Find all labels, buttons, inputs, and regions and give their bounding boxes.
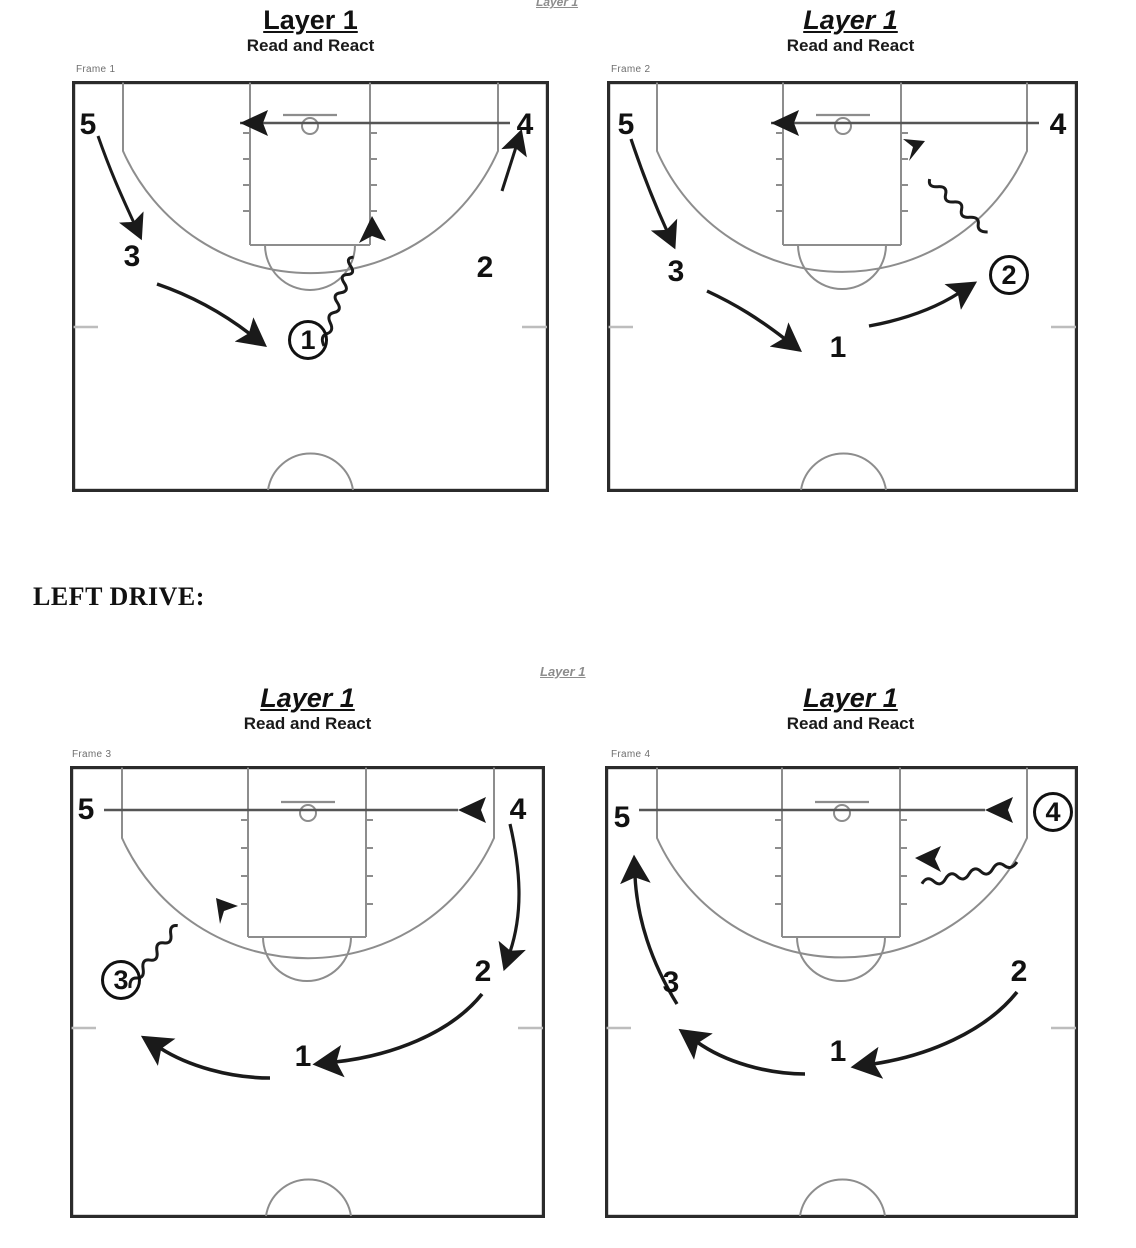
frame-3-label: Frame 3 — [72, 749, 112, 760]
frame-2-label: Frame 2 — [611, 64, 651, 75]
player-label-5: 5 — [617, 108, 635, 141]
frame-2-title-main: Layer 1 — [803, 5, 898, 35]
player-with-ball-4: 4 — [1033, 792, 1073, 832]
frame-1-label: Frame 1 — [76, 64, 116, 75]
frame-4-subtitle: Read and React — [786, 714, 915, 734]
player-label-1: 1 — [829, 331, 847, 364]
player-with-ball-1: 1 — [288, 320, 328, 360]
player-label-5: 5 — [77, 793, 95, 826]
frame-4-title-main: Layer 1 — [803, 683, 898, 713]
player-with-ball-3: 3 — [101, 960, 141, 1000]
frame-3-subtitle: Read and React — [243, 714, 372, 734]
court-frame-1 — [72, 81, 549, 492]
frame-1-subtitle: Read and React — [246, 36, 375, 56]
frame-1-title-main: Layer 1 — [263, 5, 358, 35]
player-label-3: 3 — [123, 240, 141, 273]
ghost-title-top: Layer 1 — [536, 0, 579, 9]
player-label-2: 2 — [476, 251, 494, 284]
player-label-4: 4 — [1049, 108, 1067, 141]
player-with-ball-2: 2 — [989, 255, 1029, 295]
player-label-4: 4 — [516, 108, 534, 141]
player-label-3: 3 — [667, 255, 685, 288]
player-label-5: 5 — [79, 108, 97, 141]
frame-1-title: Layer 1 Read and React — [158, 6, 463, 57]
frame-3-title: Layer 1 Read and React — [155, 684, 460, 735]
frame-4-label: Frame 4 — [611, 749, 651, 760]
player-label-5: 5 — [613, 801, 631, 834]
player-label-2: 2 — [1010, 955, 1028, 988]
frame-4-title: Layer 1 Read and React — [698, 684, 1003, 735]
ghost-title-mid: Layer 1 — [540, 664, 586, 679]
player-label-1: 1 — [294, 1040, 312, 1073]
frame-2-subtitle: Read and React — [786, 36, 915, 56]
section-heading-left-drive: LEFT DRIVE: — [33, 582, 205, 611]
court-frame-4 — [605, 766, 1078, 1218]
player-label-4: 4 — [509, 793, 527, 826]
player-label-1: 1 — [829, 1035, 847, 1068]
frame-2-title: Layer 1 Read and React — [698, 6, 1003, 57]
court-frame-3 — [70, 766, 545, 1218]
player-label-2: 2 — [474, 955, 492, 988]
frame-3-title-main: Layer 1 — [260, 683, 355, 713]
player-label-3: 3 — [662, 966, 680, 999]
